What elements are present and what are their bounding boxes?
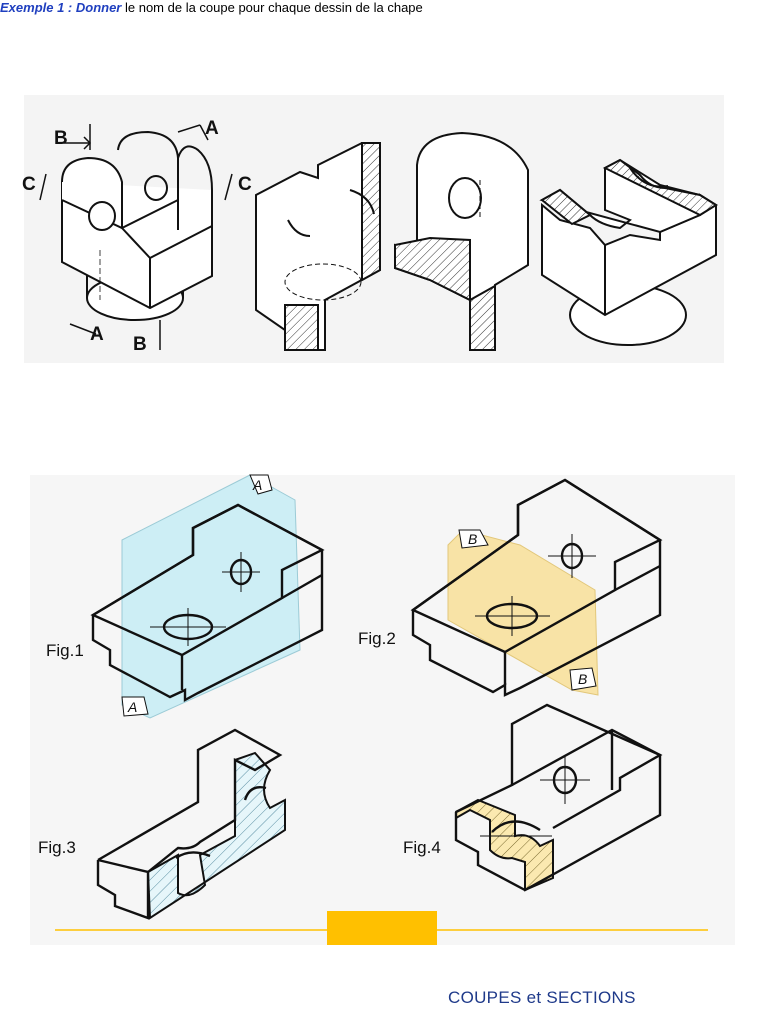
exercise-instruction: le nom de la coupe pour chaque dessin de… [121, 0, 423, 15]
fig2-plane-label-bottom: B [578, 671, 587, 687]
label-c-left: C [22, 174, 36, 195]
chape-labels: B A C C A B [22, 118, 252, 355]
cut-plane-markers [39, 124, 233, 350]
footer-tab [327, 911, 437, 945]
chape-isometric [61, 130, 213, 321]
fig1-plane-label-bottom: A [127, 699, 137, 715]
fig2-plane-label-top: B [468, 531, 477, 547]
chape-drawings: B A C C A B [22, 95, 724, 363]
label-a-bottom: A [90, 324, 104, 345]
fig2-drawing: B B [410, 478, 663, 697]
fig4-label: Fig.4 [403, 838, 441, 857]
label-c-right: C [238, 174, 252, 195]
fig1-label: Fig.1 [46, 641, 84, 660]
cut-view-1 [255, 142, 381, 351]
label-b-top: B [54, 128, 68, 149]
fig4-drawing [454, 703, 663, 892]
cut-view-2 [394, 131, 529, 351]
label-a-top: A [205, 118, 219, 139]
exercise-heading: Exemple 1 : Donner le nom de la coupe po… [0, 0, 768, 15]
label-b-bottom: B [133, 334, 147, 355]
fig2-label: Fig.2 [358, 629, 396, 648]
fig1-drawing: A A [90, 474, 325, 719]
exercise-lead: Exemple 1 : Donner [0, 0, 122, 15]
fig3-label: Fig.3 [38, 838, 76, 857]
fig3-drawing [96, 728, 286, 920]
cut-view-3 [539, 158, 718, 346]
footer-title: COUPES et SECTIONS [448, 988, 636, 1007]
fig1-plane-label-top: A [252, 477, 262, 493]
